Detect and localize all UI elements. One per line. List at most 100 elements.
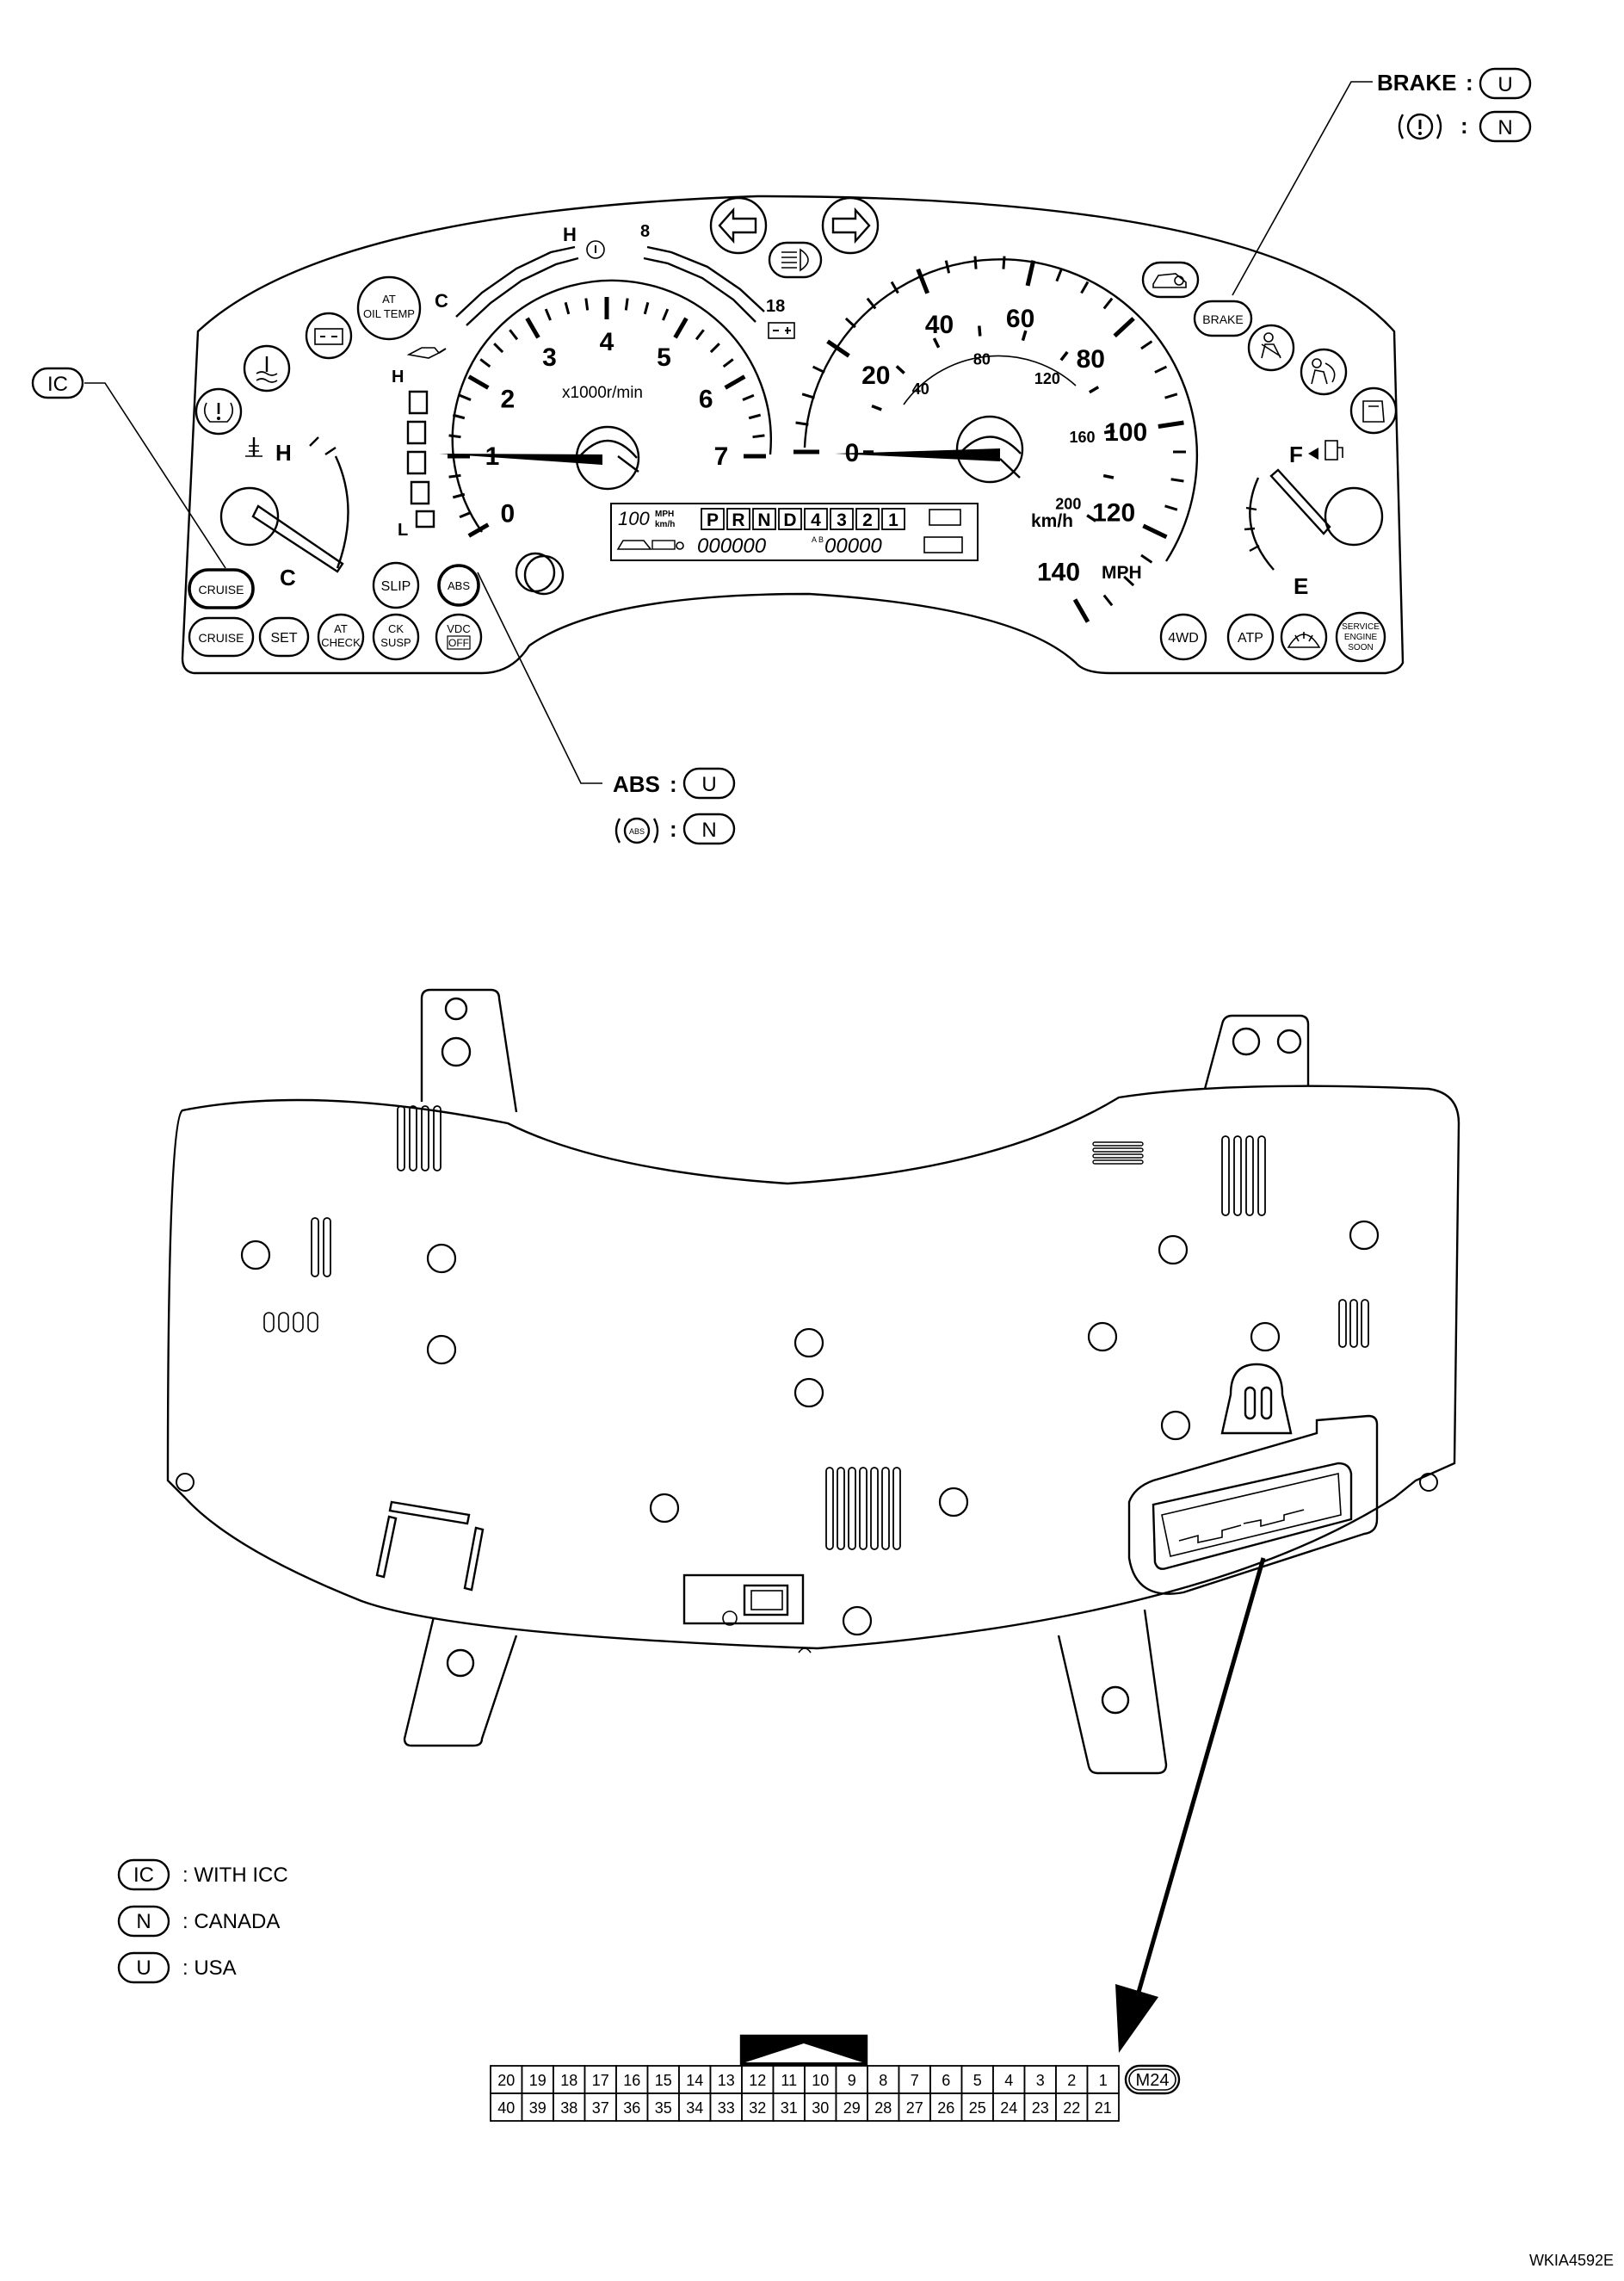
service-text-2: ENGINE	[1344, 633, 1378, 642]
trip-reset-knob	[515, 552, 565, 596]
tach-ticks	[448, 297, 766, 538]
service-text-1: SERVICE	[1342, 622, 1380, 632]
legend-code: IC	[133, 1864, 154, 1887]
tach-number: 0	[500, 500, 515, 529]
speedo-tick	[1164, 504, 1178, 511]
speedo-tick	[801, 393, 815, 399]
bulb-sockets	[263, 1312, 318, 1332]
tach-tick	[584, 298, 590, 311]
screw-hole	[176, 1473, 195, 1492]
pin-cell	[867, 2092, 900, 2122]
brake-code: U	[1497, 73, 1512, 96]
tach-tick	[493, 343, 504, 354]
tach-tick	[709, 343, 720, 354]
tire-pressure-icon	[195, 387, 243, 436]
cruise-lamp: CRUISE	[188, 616, 255, 658]
gear-label: 2	[862, 510, 873, 530]
cluster-front: IC BRAKE : U : N ABS : U	[31, 67, 1532, 845]
abs-code-box	[682, 767, 736, 800]
pin-number: 4	[1004, 2072, 1013, 2089]
speedo-tick	[1170, 478, 1184, 483]
oil-low: L	[398, 521, 408, 540]
brake-lamp: BRAKE	[1193, 300, 1253, 337]
speedo-tick	[1142, 523, 1168, 540]
vent-slot	[397, 1105, 405, 1171]
tach-tick	[752, 434, 765, 439]
speedo-unit-kmh: km/h	[1031, 511, 1073, 531]
ic-callout: IC	[31, 367, 226, 569]
pin-number: 22	[1063, 2099, 1080, 2117]
atp-text: ATP	[1238, 631, 1263, 646]
legend-text: : USA	[182, 1956, 237, 1980]
left-warning-lamps: AT OIL TEMP	[195, 275, 422, 436]
pin-cell	[553, 2065, 586, 2094]
vent-slot	[1361, 1299, 1369, 1348]
pin-number: 12	[749, 2072, 766, 2089]
pin-number: 26	[937, 2099, 954, 2117]
slip-text: SLIP	[381, 579, 411, 594]
speedo-mph-number: 40	[925, 311, 954, 339]
speedo-tick	[1055, 269, 1063, 282]
screw-hole	[1087, 1321, 1118, 1352]
vent-slot	[421, 1105, 429, 1171]
pin-number: 37	[592, 2099, 609, 2117]
tach-tick	[479, 358, 491, 368]
airbag-icon	[1300, 348, 1348, 396]
ic-tag-text: IC	[47, 373, 68, 396]
tach-tick	[624, 298, 629, 311]
legend-code-box	[117, 1951, 170, 1984]
pin-number: 16	[623, 2072, 640, 2089]
speedo-mph-numbers: 020406080100120140	[845, 305, 1148, 587]
connector-leader-arrow	[1115, 1557, 1266, 2053]
speedo-tick	[1123, 575, 1135, 587]
charge-warning-icon	[305, 312, 353, 360]
vdc-text-1: VDC	[447, 622, 470, 635]
pin-cell	[1023, 2092, 1057, 2122]
pin-cell	[992, 2092, 1026, 2122]
ck-susp-lamp: CK SUSP	[372, 613, 420, 661]
pin-cell	[867, 2065, 900, 2094]
coolant-temp-icon	[245, 437, 262, 457]
pin-number: 3	[1036, 2072, 1045, 2089]
ck-susp-text-2: SUSP	[380, 636, 411, 649]
legend-code-box	[117, 1858, 170, 1891]
tach-tick	[662, 308, 670, 321]
brake-callout-label: BRAKE	[1377, 70, 1456, 96]
speedo-mph-number: 120	[1092, 498, 1135, 527]
tach-tick	[459, 511, 472, 519]
speedo-tick	[844, 317, 856, 329]
vent-slot-horizontal	[1092, 1147, 1144, 1153]
speedo-kmh-tick	[978, 325, 982, 337]
service-text-3: SOON	[1348, 643, 1373, 652]
tach-unit: x1000r/min	[562, 384, 643, 402]
bottom-right-lamps: 4WD ATP SERVICE ENGINE SOON	[1159, 611, 1386, 663]
pin-cell	[835, 2065, 868, 2094]
top-arc-segments: C H 8 18	[435, 222, 795, 339]
slip-lamp: SLIP	[372, 561, 420, 609]
tach-tick	[467, 374, 490, 390]
speedo-tick	[1158, 420, 1184, 429]
tach-number: 3	[542, 343, 557, 372]
security-car-icon	[1141, 261, 1200, 299]
pin-number: 23	[1032, 2099, 1049, 2117]
speedo-tick	[1140, 340, 1153, 350]
pin-number: 27	[906, 2099, 923, 2117]
tach-tick	[722, 358, 734, 368]
screw-hole	[1250, 1321, 1281, 1352]
speedo-tick	[1113, 317, 1135, 338]
display-speed-unit-top: MPH	[655, 510, 674, 519]
tach-tick	[459, 393, 472, 401]
brake-warning-icon	[1398, 113, 1442, 140]
vent-slot	[1233, 1135, 1242, 1216]
rear-vents	[311, 1105, 1369, 1550]
pin-number: 34	[686, 2099, 703, 2117]
pin-cell	[898, 2092, 931, 2122]
screw-hole	[842, 1605, 873, 1636]
speedo-kmh-tick	[1089, 386, 1100, 394]
screw-hole	[1158, 1234, 1189, 1265]
speedo-tick	[1102, 594, 1114, 607]
pin-cell	[584, 2065, 617, 2094]
brake-callout: BRAKE : U : N	[1232, 67, 1532, 296]
speedo-tick	[890, 281, 899, 294]
